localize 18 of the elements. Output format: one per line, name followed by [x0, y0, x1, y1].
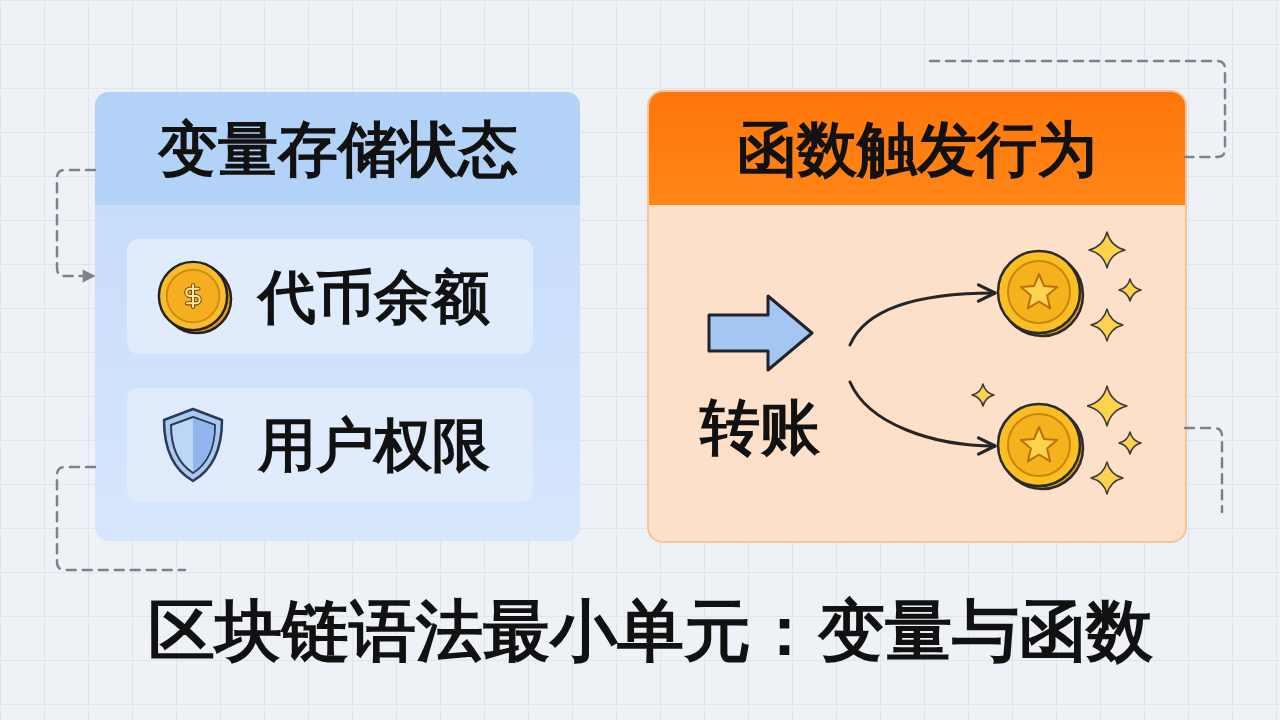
coin-picture: [995, 400, 1085, 492]
item-label: 用户权限: [258, 416, 490, 474]
curved-arrow: [848, 380, 997, 456]
list-item-card: [127, 388, 533, 502]
panel: [649, 92, 1185, 541]
dashed-arrow: [55, 168, 97, 283]
panel-title: 变量存储状态: [157, 118, 518, 179]
panel: [95, 92, 580, 541]
diagram-title: 区块链语法最小单元：变量与函数: [148, 598, 1153, 665]
coin-picture: [995, 247, 1085, 339]
dashed-line: [1183, 426, 1224, 514]
curved-arrow: [848, 283, 997, 347]
dashed-line: [928, 59, 1227, 159]
list-item-card: [127, 239, 533, 354]
action-label: 转账: [700, 397, 820, 457]
panel-title: 函数触发行为: [737, 118, 1097, 179]
item-label: 代币余额: [258, 267, 490, 326]
dashed-line: [55, 465, 187, 572]
